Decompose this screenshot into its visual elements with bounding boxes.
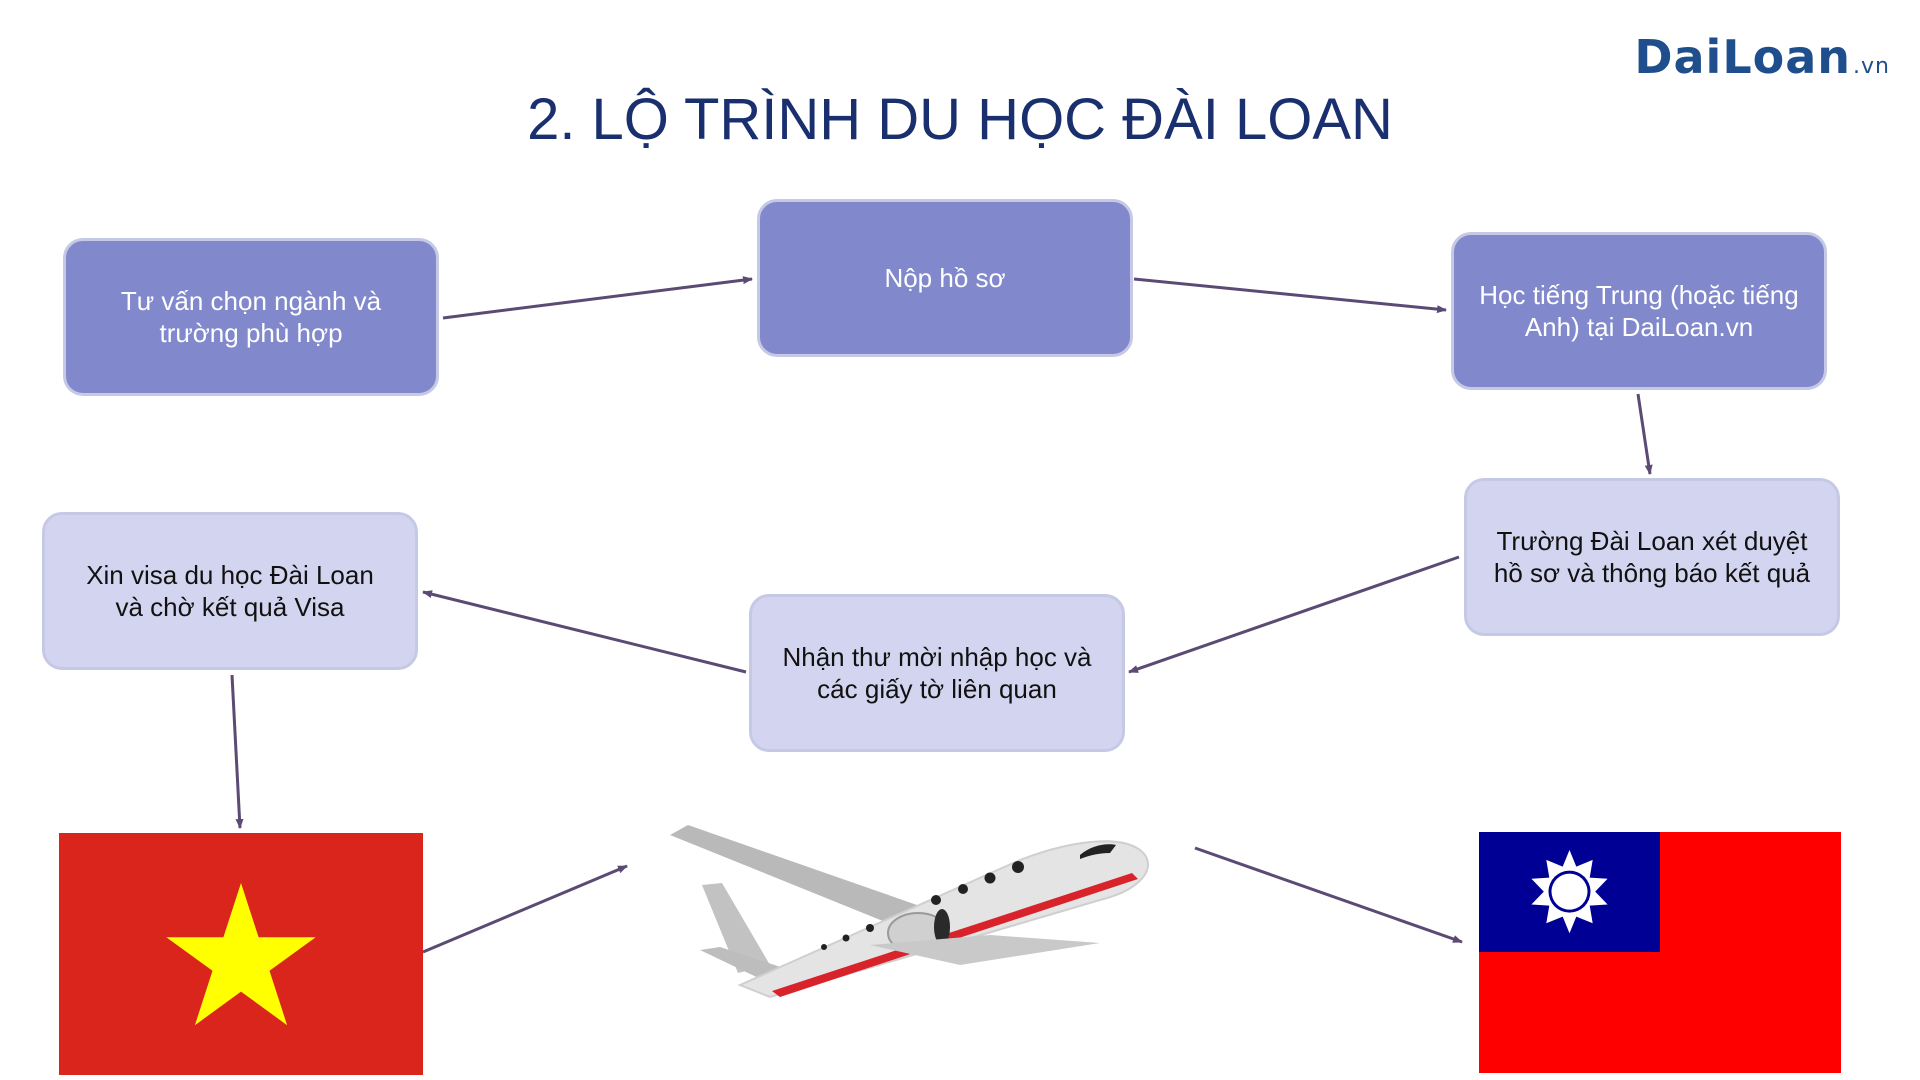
airplane-far-wing [670,825,960,940]
airplane-window [1012,861,1024,873]
arrow-submit-to-language [1133,277,1447,314]
step-language: Học tiếng Trung (hoặc tiếng Anh) tại Dai… [1451,232,1827,390]
step-language-text: Học tiếng Trung (hoặc tiếng Anh) tại Dai… [1479,279,1799,343]
arrow-admission-to-visa [422,590,747,674]
airplane-red-stripe [772,873,1138,997]
step-submit: Nộp hồ sơ [757,199,1133,357]
step-visa: Xin visa du học Đài Loan và chờ kết quả … [42,512,418,670]
vietnam-flag-icon [59,833,423,1075]
step-admission: Nhận thư mời nhập học và các giấy tờ liê… [749,594,1125,752]
arrow-language-to-review [1636,393,1653,475]
airplane-window [958,884,968,894]
airplane-window [984,872,996,884]
airplane-engine-intake [934,909,950,945]
arrow-plane-to-taiwan [1194,846,1463,944]
airplane-window [842,934,850,942]
step-admission-text: Nhận thư mời nhập học và các giấy tờ liê… [782,641,1092,705]
taiwan-flag-icon [1479,832,1841,1073]
airplane-cockpit [1080,844,1116,859]
arrow-review-to-admission [1128,555,1460,674]
airplane-window [821,944,827,950]
logo-tld: .vn [1853,54,1890,79]
airplane-near-wing [870,935,1100,965]
arrow-visa-to-vietnam [230,674,244,829]
airplane-window [866,924,874,932]
arrow-vietnam-to-plane [422,864,628,954]
step-review: Trường Đài Loan xét duyệt hồ sơ và thông… [1464,478,1840,636]
airplane-window [931,895,941,905]
airplane-tail-fin [702,883,770,973]
airplane-icon [670,825,1149,999]
arrow-consult-to-submit [442,276,753,320]
vietnam-flag-star [166,883,316,1026]
step-review-text: Trường Đài Loan xét duyệt hồ sơ và thông… [1493,525,1811,589]
page-title: 2. LỘ TRÌNH DU HỌC ĐÀI LOAN [527,87,1393,152]
dailoan-logo: DaiLoan .vn [1634,30,1890,84]
step-visa-text: Xin visa du học Đài Loan và chờ kết quả … [86,559,374,623]
logo-brand: DaiLoan [1634,30,1852,84]
step-submit-text: Nộp hồ sơ [884,262,1006,293]
step-consult: Tư vấn chọn ngành và trường phù hợp [63,238,439,396]
step-consult-text: Tư vấn chọn ngành và trường phù hợp [120,285,382,349]
taiwan-flag-sun-disc [1551,873,1588,910]
